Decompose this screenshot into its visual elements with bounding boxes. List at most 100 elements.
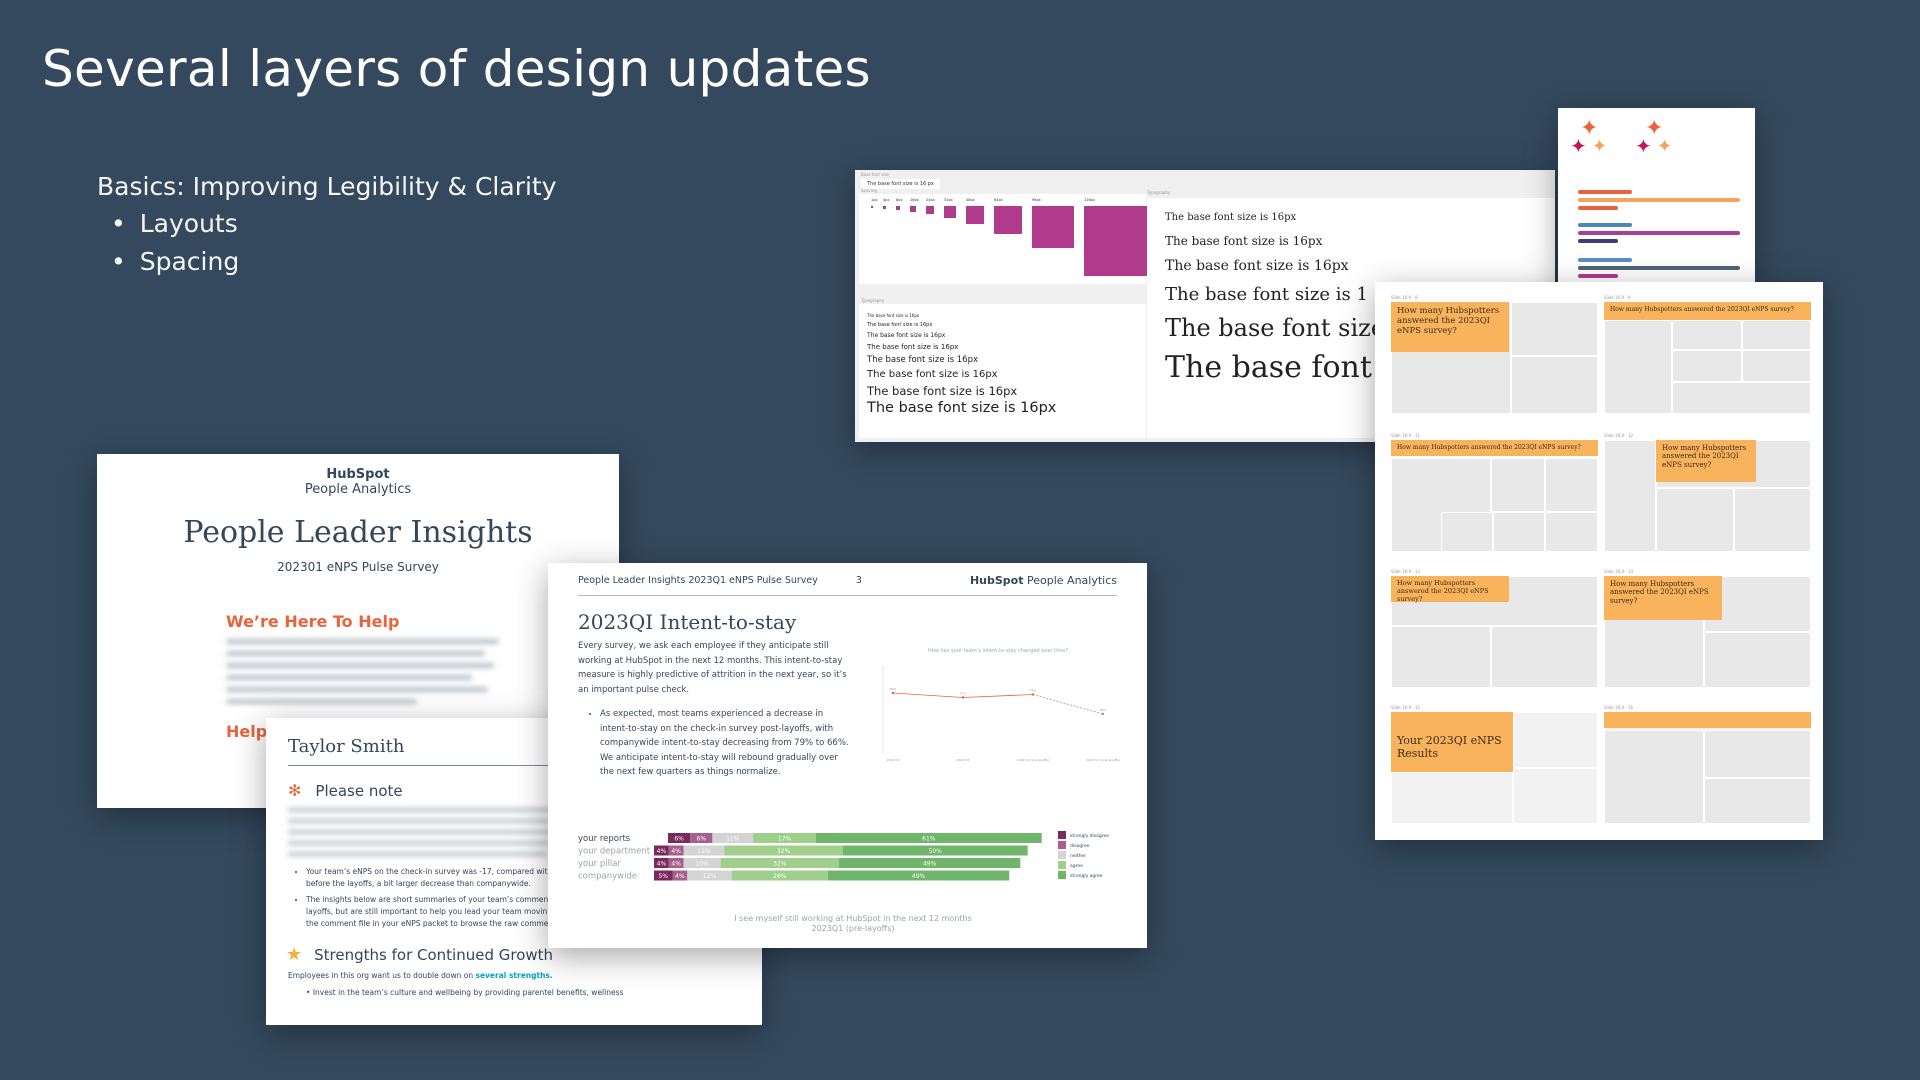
bar-value-label: 32% <box>777 848 791 855</box>
bar-value-label: 6% <box>697 836 707 843</box>
palette-bar <box>1578 274 1618 278</box>
cover-title: People Leader Insights <box>183 515 533 550</box>
basics-section: Basics: Improving Legibility & Clarity L… <box>97 172 557 285</box>
spacing-label: Spacing <box>861 188 877 193</box>
intent-title: 2023QI Intent-to-stay <box>578 610 797 634</box>
please-note-heading: Please note <box>315 781 403 800</box>
note-bullet: Your team’s eNPS on the check-in survey … <box>306 866 742 890</box>
note-bullet: The insights below are short summaries o… <box>306 894 742 930</box>
legend-label: neither <box>1070 853 1086 859</box>
strengths-link[interactable]: several strengths. <box>475 971 553 980</box>
header-brand: HubSpot People Analytics <box>969 574 1117 587</box>
line-point <box>961 696 965 699</box>
bar-value-label: 32% <box>773 861 787 868</box>
strengths-row: ★ Strengths for Continued Growth <box>286 944 762 965</box>
slide-thumbnail[interactable]: Slide 16:9 - 14 How many Hubspotters ans… <box>1604 569 1811 688</box>
stacked-bar-segment <box>654 858 669 868</box>
spacing-square <box>966 206 984 224</box>
line-point <box>891 691 895 695</box>
bar-value-label: 49% <box>923 861 937 868</box>
header-rule <box>578 595 1117 596</box>
line-point <box>1101 712 1105 716</box>
slide-thumbnail[interactable]: Slide 16:9 - 9 How many Hubspotters answ… <box>1604 295 1811 414</box>
spacing-size-label: 128px <box>1084 198 1095 202</box>
chart-caption: I see myself still working at HubSpot in… <box>734 914 972 923</box>
type-sample-line: The base font size is 16px <box>867 322 933 328</box>
bar-category-label: your pillar <box>578 859 622 869</box>
slide-thumbnail[interactable]: Slide 16:9 - 16 <box>1604 705 1811 824</box>
slide-thumbnail[interactable]: Slide 16:9 - 11 How many Hubspotters ans… <box>1391 433 1598 552</box>
spacing-square <box>944 206 956 218</box>
palette-bar <box>1578 239 1618 243</box>
spacing-size-label: 32px <box>944 198 953 202</box>
slide-thumbnail-grid: Slide 16:9 - 8 How many Hubspotters answ… <box>1375 282 1823 840</box>
bar-value-label: 4% <box>657 848 667 855</box>
sparkle-icon: ✦ <box>1592 136 1608 157</box>
palette-bar <box>1578 190 1632 194</box>
bar-category-label: companywide <box>578 872 637 882</box>
stacked-bar-segment <box>683 845 725 856</box>
slide-thumbnail[interactable]: Slide 16:9 - 15 Your 2023QI eNPS Results <box>1391 705 1598 824</box>
stacked-bar-segment <box>668 858 684 868</box>
stacked-bar-segment <box>720 858 839 868</box>
point-label: 66% <box>1100 708 1107 712</box>
sparkle-palette-card: ✦ ✦ ✦ ✦ ✦ ✦ <box>1558 108 1755 290</box>
point-label: 77% <box>960 692 967 696</box>
stacked-bar-segment <box>842 845 1028 856</box>
help-heading: We’re Here To Help <box>226 612 400 631</box>
bar-value-label: 26% <box>773 873 787 880</box>
x-tick-label: 2023 Q1 (post-layoffs) <box>1086 758 1120 762</box>
slide-title: Several layers of design updates <box>42 40 871 98</box>
sparkle-icon: ✦ <box>1580 116 1599 141</box>
bar-value-label: 4% <box>671 861 681 868</box>
line-point <box>1031 693 1035 696</box>
spacing-square <box>994 206 1022 234</box>
serif-sample-line: The base font size <box>1165 314 1386 342</box>
point-label: 79% <box>1030 689 1037 693</box>
spacing-size-label: 24px <box>926 198 935 202</box>
stacked-bar-segment <box>724 845 843 856</box>
line-segment <box>892 692 964 698</box>
person-name: Taylor Smith <box>288 736 405 757</box>
bar-value-label: 4% <box>675 873 685 880</box>
bar-value-label: 5% <box>658 873 668 880</box>
line-segment <box>1032 694 1104 715</box>
chart-caption-sub: 2023Q1 (pre-layoffs) <box>812 924 895 933</box>
page-number: 3 <box>855 575 862 586</box>
stacked-bar-segment <box>753 833 816 843</box>
bar-category-label: your department <box>578 847 651 857</box>
slide-thumbnail[interactable]: Slide 16:9 - 13 How many Hubspotters ans… <box>1391 569 1598 688</box>
palette-bar <box>1578 198 1740 202</box>
slide-thumbnail[interactable]: Slide 16:9 - 12 How many Hubspotters ans… <box>1604 433 1811 552</box>
stacked-bar-segment <box>816 833 1042 843</box>
strengths-intro: Employees in this org want us to double … <box>288 971 553 980</box>
spacing-square <box>1084 206 1154 276</box>
sparkle-icon: ✦ <box>1645 116 1664 141</box>
bar-category-label: your reports <box>578 834 631 844</box>
blurred-note-text <box>288 808 722 856</box>
spacing-size-label: 16px <box>910 198 919 202</box>
spacing-size-label: 8px <box>896 198 903 202</box>
spacing-square <box>926 206 934 214</box>
note-bullets: Your team’s eNPS on the check-in survey … <box>306 866 742 930</box>
intent-paragraph: Every survey, we ask each employee if th… <box>578 641 847 695</box>
stacked-bar-segment <box>687 870 732 881</box>
hubspot-sprocket-icon: ✻ <box>288 781 302 800</box>
type-sample-line: The base font size is 16px <box>867 343 959 351</box>
spacing-size-label: 1px <box>871 198 878 202</box>
serif-label: Typography <box>1147 190 1171 195</box>
divider <box>288 765 728 766</box>
stacked-bar-segment <box>731 870 828 881</box>
serif-sample-line: The base font size is 1 <box>1165 284 1368 305</box>
palette-bar <box>1578 231 1740 235</box>
bar-value-label: 49% <box>912 873 926 880</box>
slide-thumbnail[interactable]: Slide 16:9 - 8 How many Hubspotters answ… <box>1391 295 1598 414</box>
blurred-paragraph <box>226 639 499 704</box>
stacked-bar-segment <box>668 845 684 856</box>
stacked-bar-segment <box>654 845 669 856</box>
sparkle-icon: ✦ <box>1570 134 1587 158</box>
type-sample-line: The base font size is 16px <box>867 332 946 339</box>
type-sample-line: The base font size is 16px <box>867 383 1018 398</box>
